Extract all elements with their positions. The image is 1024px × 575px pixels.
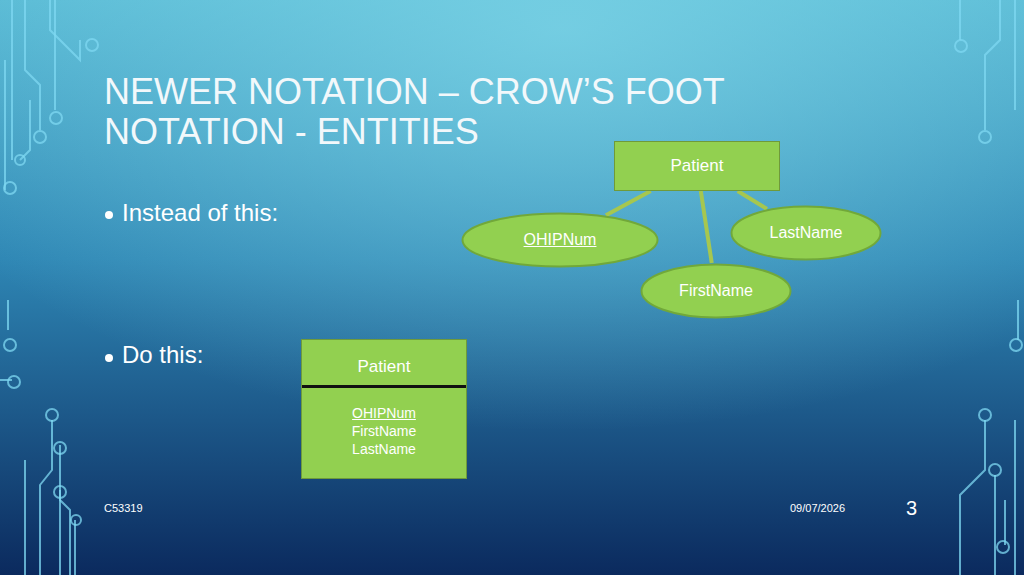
bullet-dot: [105, 211, 113, 219]
connector-line: [701, 191, 712, 263]
attribute-ellipse: FirstName: [640, 263, 792, 319]
attribute-name: LastName: [302, 440, 466, 458]
slide-number: 3: [906, 497, 917, 520]
ellipse-content: OHIPNum: [461, 212, 659, 268]
entity-name: OHIPNum: [524, 231, 597, 249]
entity-header: Patient: [302, 340, 466, 388]
bullet-text: Do this:: [122, 341, 203, 369]
ellipse-content: FirstName: [640, 263, 792, 319]
ellipse-shape: [642, 265, 791, 318]
bullet-text: Instead of this:: [122, 199, 278, 227]
ellipse-content: LastName: [730, 205, 882, 261]
attribute-ellipse: OHIPNum: [461, 212, 659, 268]
bullet-dot: [105, 354, 113, 362]
entity-name: LastName: [770, 224, 843, 242]
attribute-ellipse: LastName: [730, 205, 882, 261]
attribute-name: FirstName: [302, 422, 466, 440]
footer-date: 09/07/2026: [790, 502, 845, 514]
entity-box: Patient: [614, 141, 780, 191]
entity-table: PatientOHIPNumFirstNameLastName: [301, 339, 467, 479]
attribute-name: OHIPNum: [302, 404, 466, 422]
connector-line: [738, 191, 767, 209]
ellipse-shape: [463, 214, 658, 267]
ellipse-shape: [732, 207, 881, 260]
footer-text: C53319: [104, 502, 143, 514]
connector-line: [606, 191, 651, 215]
entity-body: OHIPNumFirstNameLastName: [302, 388, 466, 458]
slide-title: NEWER NOTATION – CROW’S FOOT NOTATION - …: [104, 72, 764, 152]
entity-name: FirstName: [679, 282, 753, 300]
entity-name: Patient: [671, 156, 724, 176]
entity-name: Patient: [358, 357, 411, 377]
